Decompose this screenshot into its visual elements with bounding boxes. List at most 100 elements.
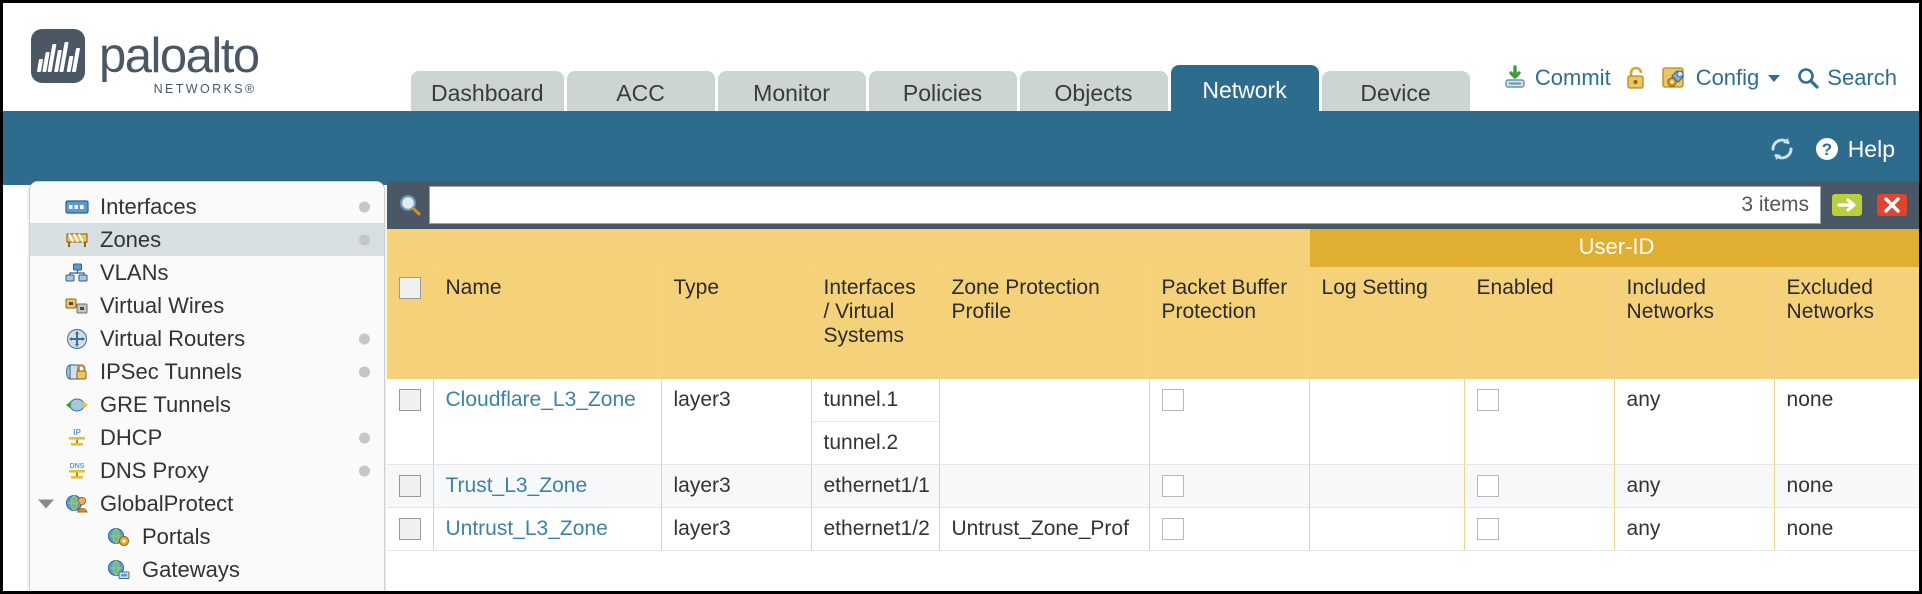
virtual-wires-icon — [64, 295, 90, 317]
packet-buffer-checkbox[interactable] — [1161, 518, 1184, 541]
sidebar-item-interfaces[interactable]: Interfaces — [30, 190, 384, 223]
tab-objects[interactable]: Objects — [1019, 71, 1168, 115]
blue-band — [3, 111, 1919, 185]
table-row[interactable]: Trust_L3_Zone layer3 ethernet1/1 any non… — [387, 464, 1919, 508]
zone-name-link[interactable]: Cloudflare_L3_Zone — [445, 388, 636, 411]
sidebar-item-label: Interfaces — [100, 193, 197, 219]
row-log-setting-cell — [1309, 379, 1465, 465]
select-all-checkbox[interactable] — [399, 277, 421, 300]
apply-filter-button[interactable] — [1828, 186, 1866, 224]
tab-device[interactable]: Device — [1321, 71, 1470, 115]
globalprotect-icon — [64, 493, 90, 515]
column-header-row: Name Type Interfaces / Virtual Systems Z… — [387, 267, 1919, 379]
portals-icon — [106, 526, 132, 548]
main-tabs: Dashboard ACC Monitor Policies Objects N… — [411, 65, 1470, 115]
sidebar-item-dns-proxy[interactable]: DNS DNS Proxy — [30, 454, 384, 487]
column-header-packet-buffer-protection[interactable]: Packet Buffer Protection — [1149, 267, 1310, 379]
collapse-triangle-icon[interactable] — [38, 499, 54, 508]
sidebar-item-label: DHCP — [100, 424, 163, 450]
row-name-cell[interactable]: Cloudflare_L3_Zone — [433, 379, 662, 465]
row-packet-buffer-cell[interactable] — [1149, 379, 1310, 465]
row-checkbox[interactable] — [399, 389, 421, 412]
row-enabled-cell[interactable] — [1464, 507, 1615, 551]
tab-monitor[interactable]: Monitor — [717, 71, 866, 115]
row-packet-buffer-cell[interactable] — [1149, 464, 1310, 508]
tab-network[interactable]: Network — [1170, 65, 1319, 115]
sidebar-item-label: Virtual Wires — [100, 292, 225, 318]
enabled-checkbox[interactable] — [1476, 475, 1499, 498]
lock-button[interactable] — [1625, 65, 1647, 91]
config-button[interactable]: Config — [1661, 65, 1783, 91]
sidebar-item-label: GRE Tunnels — [100, 391, 231, 417]
sidebar-item-virtual-routers[interactable]: Virtual Routers — [30, 322, 384, 355]
sidebar-item-ipsec-tunnels[interactable]: IPSec Tunnels — [30, 355, 384, 388]
column-header-type[interactable]: Type — [661, 267, 812, 379]
row-enabled-cell[interactable] — [1464, 379, 1615, 465]
enabled-checkbox[interactable] — [1476, 389, 1499, 412]
zone-name-link[interactable]: Untrust_L3_Zone — [445, 517, 608, 540]
row-packet-buffer-cell[interactable] — [1149, 507, 1310, 551]
ipsec-tunnels-icon — [64, 361, 90, 383]
sidebar-item-gre-tunnels[interactable]: GRE Tunnels — [30, 388, 384, 421]
help-button[interactable]: ? Help — [1813, 135, 1895, 163]
row-checkbox[interactable] — [399, 475, 421, 498]
row-included-networks-cell: any — [1614, 379, 1775, 465]
row-included-networks-cell: any — [1614, 464, 1775, 508]
table-row[interactable]: Untrust_L3_Zone layer3 ethernet1/2 Untru… — [387, 507, 1919, 551]
row-name-cell[interactable]: Untrust_L3_Zone — [433, 507, 662, 551]
table-body: Cloudflare_L3_Zone layer3 tunnel.1 tunne… — [387, 379, 1919, 551]
sidebar-item-label: DNS Proxy — [100, 457, 209, 483]
enabled-checkbox[interactable] — [1476, 518, 1499, 541]
column-header-excluded-networks[interactable]: Excluded Networks — [1774, 267, 1919, 379]
row-enabled-cell[interactable] — [1464, 464, 1615, 508]
sidebar-item-label: VLANs — [100, 259, 169, 285]
sidebar-item-label: Portals — [142, 523, 211, 549]
row-name-cell[interactable]: Trust_L3_Zone — [433, 464, 662, 508]
column-header-name[interactable]: Name — [433, 267, 662, 379]
tab-dashboard[interactable]: Dashboard — [411, 71, 564, 115]
row-checkbox[interactable] — [399, 518, 421, 541]
column-header-included-networks[interactable]: Included Networks — [1614, 267, 1775, 379]
sidebar-item-label: Virtual Routers — [100, 325, 246, 351]
sidebar-item-label: Gateways — [142, 556, 240, 582]
vlans-icon — [64, 262, 90, 284]
sidebar-item-portals[interactable]: Portals — [30, 520, 384, 553]
tab-acc[interactable]: ACC — [566, 71, 715, 115]
row-zone-protection-cell — [939, 464, 1150, 508]
sidebar-item-label: IPSec Tunnels — [100, 358, 242, 384]
sidebar-item-zones[interactable]: Zones — [30, 223, 384, 256]
sidebar-item-gateways[interactable]: Gateways — [30, 553, 384, 586]
search-input[interactable] — [429, 186, 1821, 224]
group-header-row: User-ID — [387, 229, 1919, 267]
row-select-cell[interactable] — [387, 507, 434, 551]
clear-filter-button[interactable] — [1873, 186, 1911, 224]
sidebar-item-vlans[interactable]: VLANs — [30, 256, 384, 289]
brand-logo: paloalto NETWORKS® — [31, 29, 260, 96]
sidebar-item-dhcp[interactable]: IP DHCP — [30, 421, 384, 454]
search-button[interactable]: Search — [1796, 65, 1897, 91]
column-header-zone-protection-profile[interactable]: Zone Protection Profile — [939, 267, 1150, 379]
packet-buffer-checkbox[interactable] — [1161, 475, 1184, 498]
sidebar-item-virtual-wires[interactable]: Virtual Wires — [30, 289, 384, 322]
refresh-icon[interactable] — [1767, 135, 1797, 163]
packet-buffer-checkbox[interactable] — [1161, 389, 1184, 412]
group-header-userid: User-ID — [1309, 229, 1919, 267]
help-icon: ? — [1813, 135, 1841, 163]
row-select-cell[interactable] — [387, 379, 434, 465]
column-header-interfaces[interactable]: Interfaces / Virtual Systems — [811, 267, 940, 379]
tab-policies[interactable]: Policies — [868, 71, 1017, 115]
zone-name-link[interactable]: Trust_L3_Zone — [445, 474, 588, 497]
row-select-cell[interactable] — [387, 464, 434, 508]
search-icon[interactable] — [391, 192, 429, 218]
paloalto-logo-icon — [31, 29, 85, 83]
column-header-enabled[interactable]: Enabled — [1464, 267, 1615, 379]
table-row[interactable]: Cloudflare_L3_Zone layer3 tunnel.1 tunne… — [387, 379, 1919, 465]
column-header-log-setting[interactable]: Log Setting — [1309, 267, 1465, 379]
select-all-header[interactable] — [387, 267, 434, 379]
config-icon — [1661, 65, 1689, 91]
gre-tunnels-icon — [64, 394, 90, 416]
commit-button[interactable]: Commit — [1502, 65, 1611, 91]
row-excluded-networks-cell: none — [1774, 379, 1919, 465]
zones-icon — [64, 229, 90, 251]
sidebar-item-globalprotect[interactable]: GlobalProtect — [30, 487, 384, 520]
